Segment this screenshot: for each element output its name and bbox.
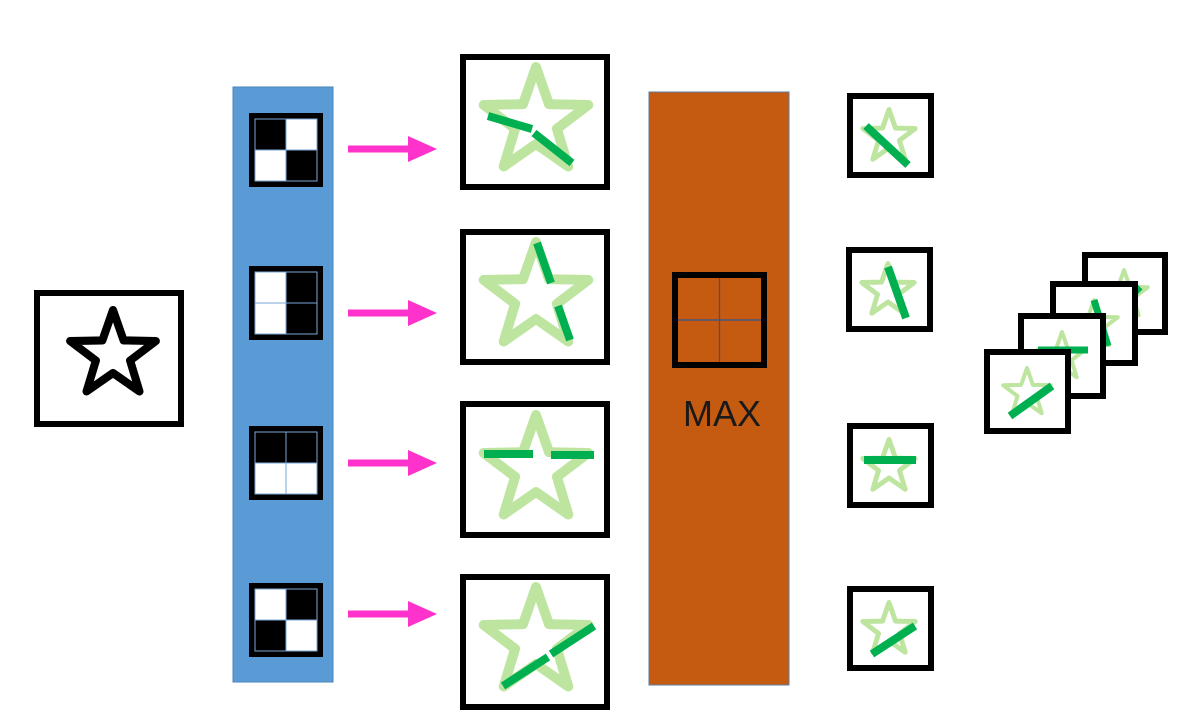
arrow-icon — [348, 136, 437, 162]
kernel-cell — [285, 462, 318, 495]
feature-map-vertical — [460, 229, 610, 365]
kernel-cell — [254, 431, 287, 464]
feature-map-diagonal-down — [460, 54, 610, 190]
filter-kernel-horizontal — [249, 426, 323, 500]
kernel-cell — [254, 149, 287, 182]
filter-kernel-vertical — [249, 266, 323, 340]
kernel-cell — [254, 588, 287, 621]
arrow-icon — [348, 450, 437, 476]
pooled-map-horizontal — [847, 423, 934, 508]
kernel-cell — [254, 619, 287, 652]
filter-kernel-diagonal-down — [249, 113, 323, 187]
kernel-cell — [254, 462, 287, 495]
kernel-cell — [285, 271, 318, 304]
kernel-cell — [285, 431, 318, 464]
pooled-map-diagonal-down — [847, 93, 934, 178]
max-label: MAX — [683, 393, 761, 434]
kernel-cell — [285, 149, 318, 182]
stacked-map-1 — [984, 349, 1071, 434]
kernel-cell — [285, 302, 318, 335]
arrows — [348, 136, 437, 627]
stacked-feature-maps — [984, 252, 1168, 434]
pooling-panel — [648, 91, 790, 686]
pooled-map-vertical — [846, 247, 933, 332]
filter-boxes — [249, 113, 323, 657]
kernel-cell — [285, 619, 318, 652]
kernel-cell — [254, 302, 287, 335]
pooling-window — [672, 272, 767, 368]
pooled-map-diagonal-up — [847, 586, 934, 671]
kernel-cell — [285, 588, 318, 621]
kernel-cell — [254, 118, 287, 151]
filter-kernel-diagonal-up — [249, 583, 323, 657]
feature-map-diagonal-up — [460, 574, 610, 710]
feature-map-horizontal — [460, 401, 610, 538]
kernel-cell — [285, 118, 318, 151]
kernel-cell — [254, 271, 287, 304]
input-image — [34, 290, 184, 427]
arrow-icon — [348, 300, 437, 326]
arrow-icon — [348, 601, 437, 627]
